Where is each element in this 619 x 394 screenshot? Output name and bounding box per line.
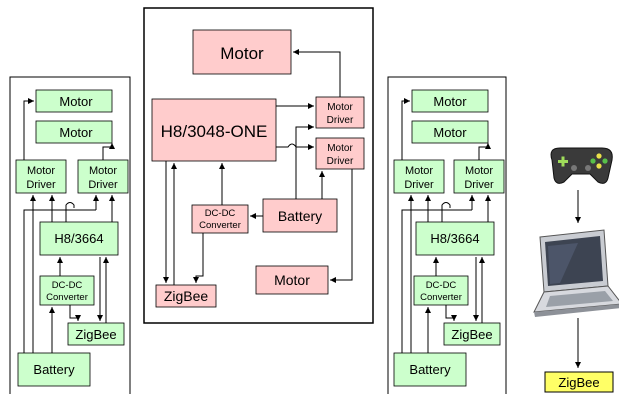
right-driver-left-line2: Driver — [404, 179, 434, 191]
center-driver-bottom-line1: Motor — [327, 143, 353, 154]
left-battery-label: Battery — [33, 362, 75, 377]
left-wire-driver-to-motor-top — [24, 101, 34, 160]
right-robot-board: Motor Motor Motor Driver Motor Driver H8… — [388, 77, 506, 394]
right-wire-driver-to-motor-top — [402, 101, 410, 160]
center-base-board: Motor H8/3048-ONE Motor Driver Motor Dri… — [144, 8, 373, 323]
center-motor-top-label: Motor — [220, 44, 264, 63]
center-driver-top-line1: Motor — [327, 102, 353, 113]
right-mcu-label: H8/3664 — [430, 231, 479, 246]
left-robot-board: Motor Motor Motor Driver Motor Driver H8… — [10, 77, 130, 394]
gamepad-icon — [551, 148, 612, 183]
center-dcdc-line1: DC-DC — [205, 208, 236, 219]
center-dcdc-line2: Converter — [199, 220, 241, 231]
left-driver-left-line1: Motor — [27, 165, 55, 177]
center-motor-bottom-label: Motor — [274, 272, 310, 288]
right-driver-right-line2: Driver — [464, 179, 494, 191]
right-wire-dcdc-to-zigbee — [446, 305, 454, 321]
laptop-icon — [534, 230, 619, 317]
left-zigbee-label: ZigBee — [75, 327, 116, 342]
left-motor-top-label: Motor — [59, 94, 93, 109]
right-motor-top-label: Motor — [433, 94, 467, 109]
right-battery-label: Battery — [409, 362, 451, 377]
right-dcdc-line2: Converter — [420, 292, 462, 303]
left-driver-right-line1: Motor — [89, 165, 117, 177]
left-dcdc-line2: Converter — [46, 292, 88, 303]
right-driver-left-line1: Motor — [405, 165, 433, 177]
right-zigbee-label: ZigBee — [451, 327, 492, 342]
left-wire-driver-to-motor-second — [103, 143, 112, 160]
right-dcdc-line1: DC-DC — [426, 280, 457, 291]
center-battery-label: Battery — [278, 208, 322, 224]
center-mcu-label: H8/3048-ONE — [161, 122, 268, 141]
center-driver-top-line2: Driver — [327, 115, 354, 126]
right-wire-driver-to-motor-second — [479, 143, 488, 160]
controller-column: ZigBee — [534, 148, 619, 392]
right-motor-second-label: Motor — [433, 125, 467, 140]
left-wire-dcdc-to-zigbee — [70, 305, 78, 321]
right-wire-crossing — [442, 203, 450, 223]
left-wire-crossing — [66, 203, 74, 223]
right-driver-right-line1: Motor — [465, 165, 493, 177]
left-driver-left-line2: Driver — [26, 179, 56, 191]
left-dcdc-line1: DC-DC — [52, 280, 83, 291]
center-zigbee-label: ZigBee — [164, 288, 209, 304]
left-motor-second-label: Motor — [59, 125, 93, 140]
controller-zigbee-label: ZigBee — [558, 375, 599, 390]
left-driver-right-line2: Driver — [88, 179, 118, 191]
center-driver-bottom-line2: Driver — [327, 156, 354, 167]
left-mcu-label: H8/3664 — [54, 231, 103, 246]
